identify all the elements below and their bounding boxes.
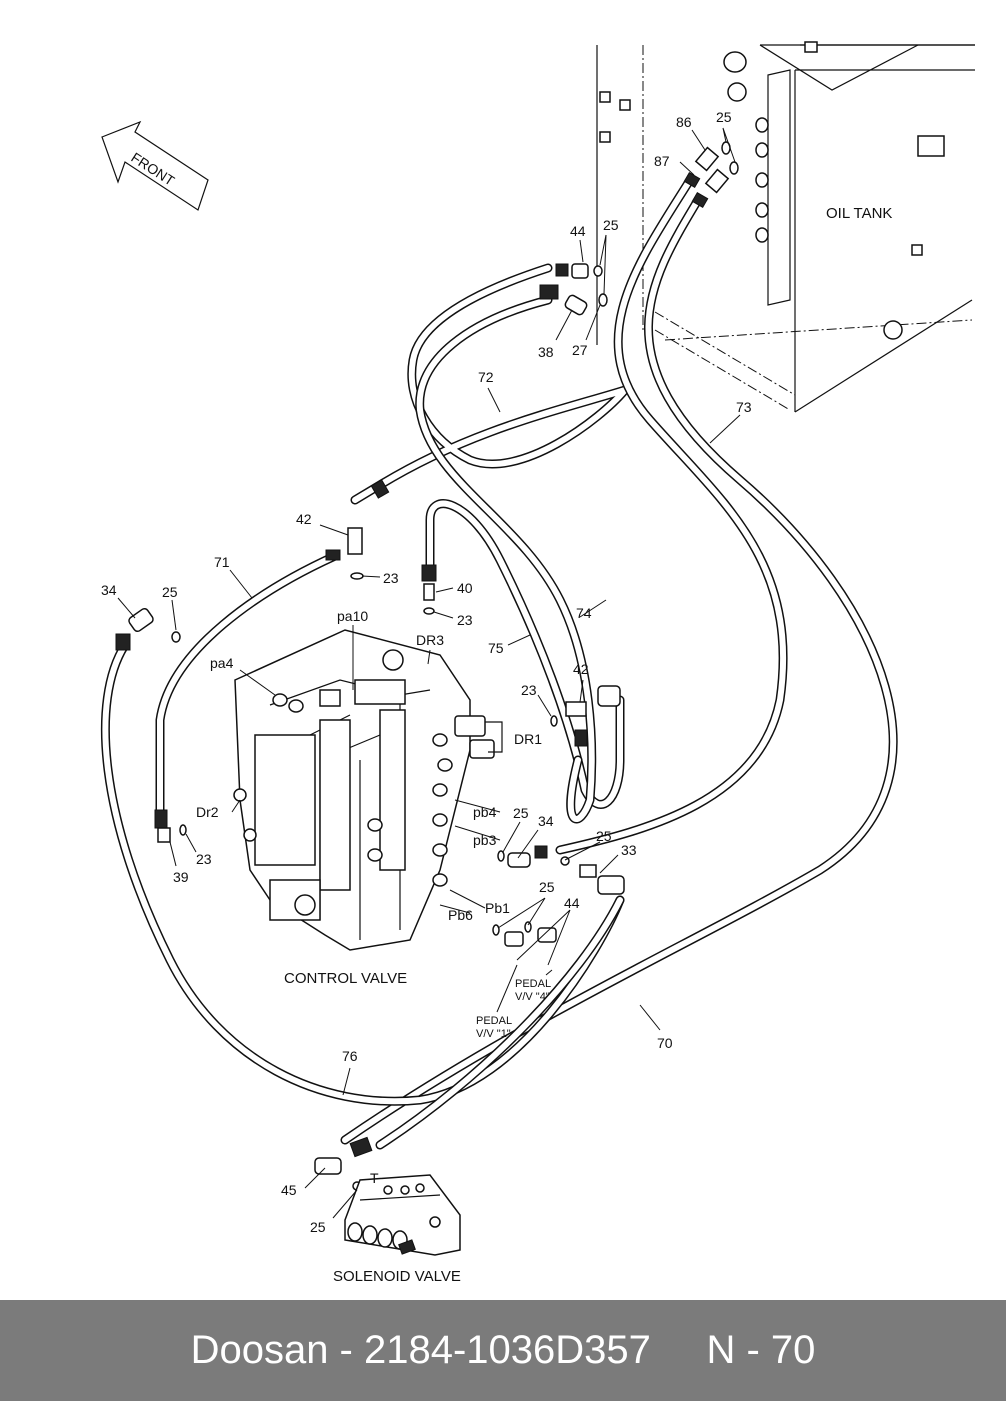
pedal-vv-1-line2: V/V "1"	[476, 1028, 511, 1040]
oil-tank: OIL TANK	[596, 41, 975, 413]
callout-45: 45	[281, 1182, 297, 1198]
control-valve-label: CONTROL VALVE	[284, 970, 407, 987]
callouts: 86 25 87 44 25 38 27 72 73 42 23 40 23 7…	[101, 109, 752, 1235]
port-pb6: Pb6	[448, 907, 473, 923]
callout-39: 39	[173, 869, 189, 885]
footer-separator: -	[328, 1328, 364, 1372]
callout-86: 86	[676, 114, 692, 130]
callout-42: 42	[573, 661, 589, 677]
callout-25: 25	[539, 879, 555, 895]
callout-27: 27	[572, 342, 588, 358]
solenoid-valve: T SOLENOID VALVE	[333, 1170, 461, 1285]
port-pa4: pa4	[210, 655, 234, 671]
callout-74: 74	[576, 605, 592, 621]
front-arrow: FRONT	[101, 120, 209, 211]
callout-34: 34	[101, 582, 117, 598]
callout-23: 23	[457, 612, 473, 628]
footer-part-number: 2184-1036D357	[363, 1328, 651, 1372]
callout-25: 25	[513, 805, 529, 821]
footer-brand: Doosan	[190, 1328, 329, 1372]
callout-25: 25	[716, 109, 732, 125]
port-pb1: Pb1	[485, 900, 510, 916]
port-labels: pa10 DR3 pa4 DR1 Dr2 pb4 pb3 Pb1 Pb6 PED…	[196, 608, 551, 1040]
port-dr1: DR1	[514, 731, 542, 747]
footer-spacer	[651, 1328, 707, 1373]
port-pa10: pa10	[337, 608, 368, 624]
callout-25: 25	[162, 584, 178, 600]
callout-71: 71	[214, 554, 230, 570]
hoses	[100, 175, 898, 1150]
callout-73: 73	[736, 399, 752, 415]
port-pb4: pb4	[473, 804, 497, 820]
callout-25: 25	[603, 217, 619, 233]
port-t: T	[370, 1170, 379, 1186]
footer-ref: N - 70	[706, 1328, 816, 1372]
callout-42: 42	[296, 511, 312, 527]
fittings	[115, 141, 739, 1191]
callout-23: 23	[383, 570, 399, 586]
callout-38: 38	[538, 344, 554, 360]
hydraulic-piping-diagram: OIL TANK FRONT	[100, 41, 975, 1285]
leader-lines	[117, 127, 741, 1219]
port-dr3: DR3	[416, 632, 444, 648]
callout-34: 34	[538, 813, 554, 829]
callout-87: 87	[654, 153, 670, 169]
port-pb3: pb3	[473, 832, 497, 848]
solenoid-valve-label: SOLENOID VALVE	[333, 1268, 461, 1285]
callout-33: 33	[621, 842, 637, 858]
port-dr2: Dr2	[196, 804, 219, 820]
callout-40: 40	[457, 580, 473, 596]
pedal-vv-4-line1: PEDAL	[515, 978, 551, 990]
footer-banner: Doosan - 2184-1036D357 N - 70	[0, 1300, 1006, 1401]
pedal-vv-4-line2: V/V "4"	[515, 991, 550, 1003]
oil-tank-label: OIL TANK	[826, 205, 892, 222]
callout-44: 44	[564, 895, 580, 911]
control-valve: CONTROL VALVE	[233, 629, 503, 987]
callout-44: 44	[570, 223, 586, 239]
callout-25: 25	[310, 1219, 326, 1235]
callout-72: 72	[478, 369, 494, 385]
callout-76: 76	[342, 1048, 358, 1064]
pedal-vv-1-line1: PEDAL	[476, 1015, 512, 1027]
callout-75: 75	[488, 640, 504, 656]
callout-23: 23	[196, 851, 212, 867]
callout-23: 23	[521, 682, 537, 698]
callout-25: 25	[596, 828, 612, 844]
callout-70: 70	[657, 1035, 673, 1051]
